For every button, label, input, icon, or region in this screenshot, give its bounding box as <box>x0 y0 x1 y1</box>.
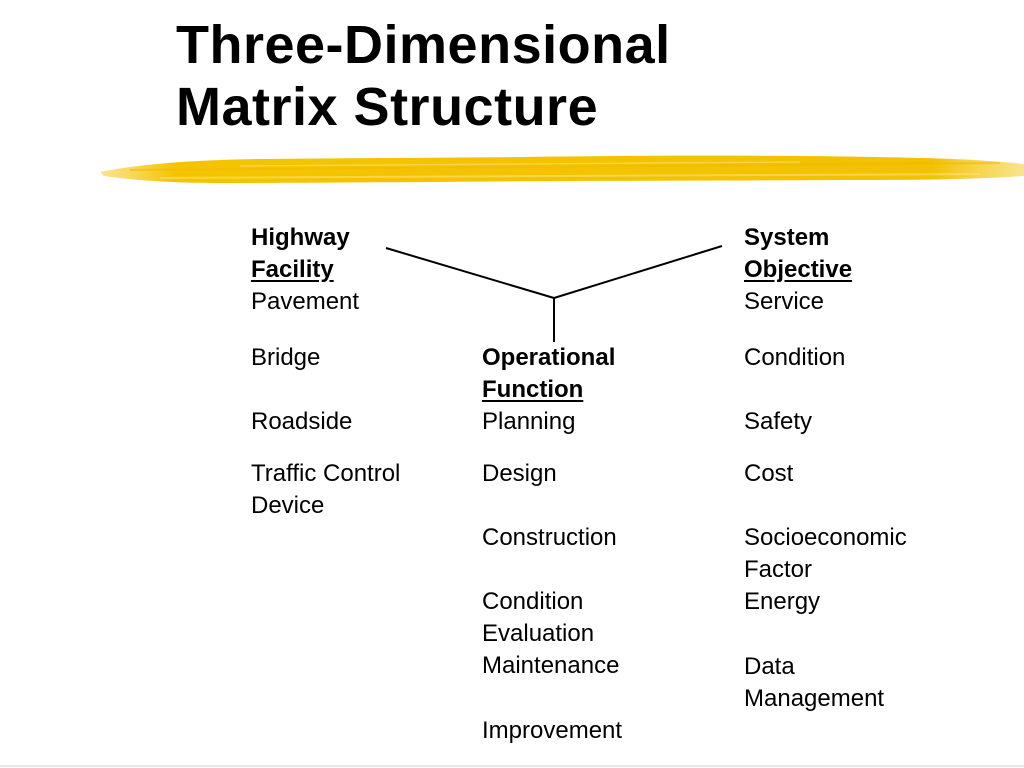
system-objective-item: Management <box>744 685 885 712</box>
operational-function-heading: Operational Function <box>482 342 615 406</box>
highway-facility-item: Traffic Control <box>251 460 401 487</box>
system-objective-item: Energy <box>744 588 821 615</box>
operational-function-item: Improvement <box>482 717 623 744</box>
operational-function-item: Condition <box>482 588 584 615</box>
system-objective-item: Factor <box>744 556 813 583</box>
slide-title-line-1: Three-Dimensional <box>176 15 671 75</box>
highway-facility-item: Roadside <box>251 408 353 435</box>
operational-function-item: Construction <box>482 524 617 551</box>
highway-facility-heading-line-1: Highway <box>251 224 350 251</box>
highway-facility-heading: Highway Facility <box>251 222 350 286</box>
system-objective-heading: System Objective <box>744 222 852 286</box>
operational-function-item: Evaluation <box>482 620 595 647</box>
highway-facility-item: Bridge <box>251 344 321 371</box>
system-objective-item: Cost <box>744 460 794 487</box>
footer-rule <box>0 765 1024 767</box>
operational-function-item: Maintenance <box>482 652 620 679</box>
highlighter-stroke <box>100 155 1024 183</box>
connector-left-branch <box>385 247 555 299</box>
system-objective-item: Socioeconomic <box>744 524 907 551</box>
operational-function-heading-line-2: Function <box>482 376 584 403</box>
operational-function-item: Design <box>482 460 557 487</box>
operational-function-item: Planning <box>482 408 576 435</box>
system-objective-item: Safety <box>744 408 813 435</box>
system-objective-heading-line-1: System <box>744 224 830 251</box>
highway-facility-heading-line-2: Facility <box>251 256 334 283</box>
connector-right-branch <box>553 245 723 299</box>
slide-title: Three-Dimensional Matrix Structure <box>176 14 671 138</box>
slide-title-line-2: Matrix Structure <box>176 77 599 137</box>
system-objective-heading-line-2: Objective <box>744 256 853 283</box>
highway-facility-item: Pavement <box>251 288 360 315</box>
system-objective-item: Condition <box>744 344 846 371</box>
highway-facility-item: Device <box>251 492 325 519</box>
operational-function-heading-line-1: Operational <box>482 344 616 371</box>
system-objective-item: Service <box>744 288 825 315</box>
system-objective-item: Data <box>744 653 795 680</box>
